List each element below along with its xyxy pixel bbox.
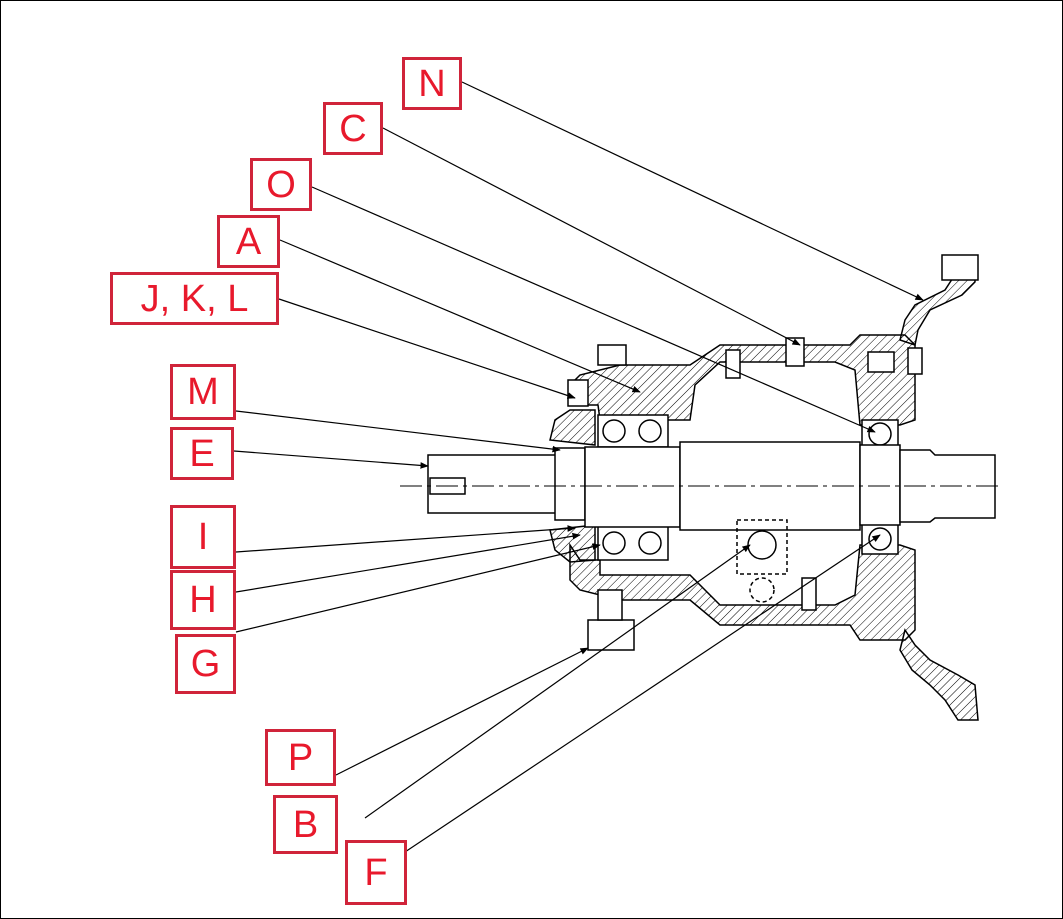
- shaft-left-collar: [554, 447, 586, 521]
- callout-B: B: [273, 795, 338, 854]
- callout-M: M: [170, 364, 236, 420]
- shaft-left-stub: [427, 454, 559, 514]
- leader-I: [235, 525, 576, 553]
- callout-N: N: [402, 57, 462, 110]
- leader-JKL: [278, 298, 576, 399]
- leader-F: [404, 534, 881, 853]
- callout-E: E: [170, 427, 234, 480]
- callout-F: F: [345, 840, 407, 905]
- callout-A: A: [217, 215, 280, 268]
- callout-C: C: [323, 102, 383, 155]
- shaft: [427, 441, 996, 531]
- leader-lines: [233, 81, 924, 853]
- flange-lower: [899, 628, 979, 721]
- housing-lower-wall: [569, 542, 916, 641]
- callout-H: H: [170, 570, 236, 630]
- bearings: [597, 414, 899, 561]
- leader-O: [311, 186, 876, 433]
- callout-I: I: [170, 505, 236, 569]
- callout-G: G: [175, 634, 236, 694]
- leader-G: [235, 543, 601, 633]
- callout-O: O: [250, 158, 312, 211]
- shaft-right: [859, 444, 901, 526]
- leader-B: [364, 544, 751, 819]
- leader-N: [461, 81, 924, 301]
- left-cover-lower: [549, 524, 596, 563]
- leader-A: [279, 239, 641, 393]
- leader-M: [235, 410, 561, 453]
- left-cover-upper: [549, 409, 596, 446]
- leader-C: [382, 127, 801, 346]
- callout-P: P: [265, 729, 336, 786]
- fasteners: [429, 254, 979, 651]
- leader-H: [235, 532, 581, 593]
- leader-E: [233, 450, 429, 469]
- shaft-sleeve: [584, 446, 681, 528]
- housing-section: [549, 263, 979, 721]
- leader-P: [335, 647, 589, 776]
- callout-JKL: J, K, L: [110, 272, 279, 325]
